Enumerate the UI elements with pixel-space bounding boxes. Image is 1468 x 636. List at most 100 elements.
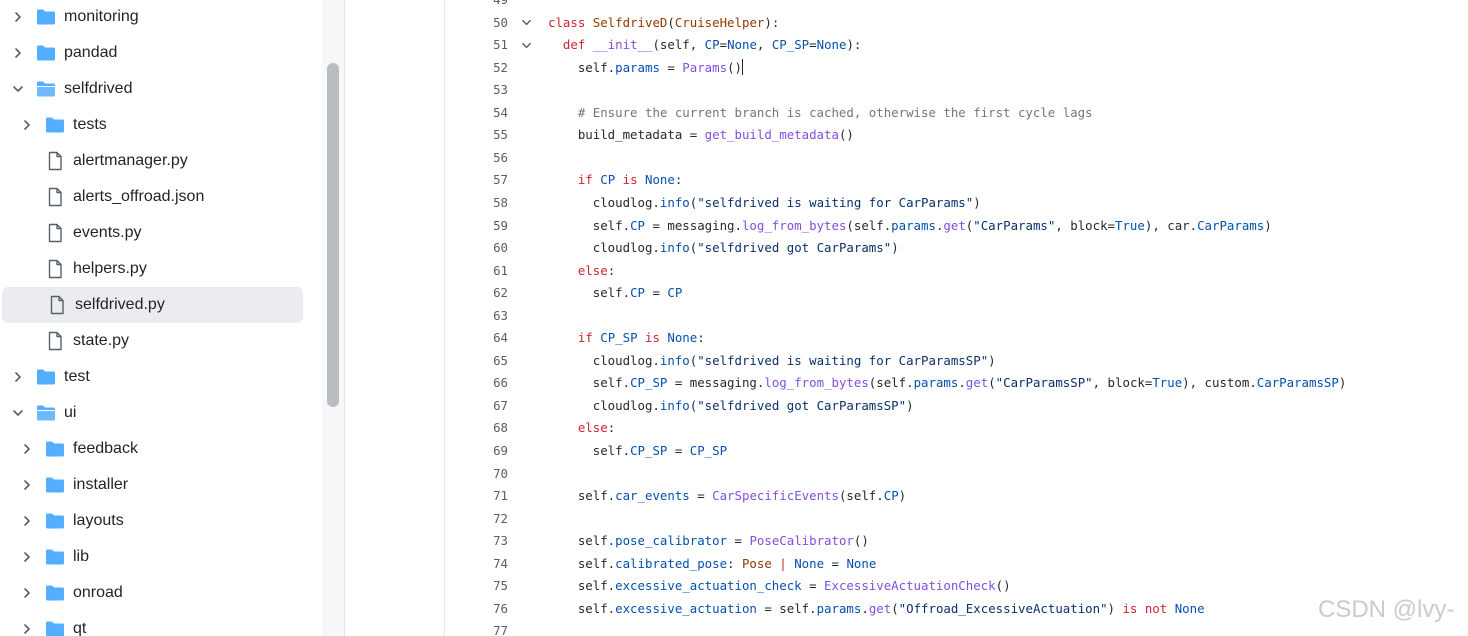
code-line[interactable]: 51 def __init__(self, CP=None, CP_SP=Non… <box>445 34 1468 56</box>
code-line[interactable]: 71 self.car_events = CarSpecificEvents(s… <box>445 485 1468 507</box>
code-text: build_metadata = get_build_metadata() <box>548 124 854 146</box>
code-editor[interactable]: 4950class SelfdriveD(CruiseHelper):51 de… <box>445 0 1468 636</box>
folder-item-selfdrived[interactable]: selfdrived <box>0 71 322 107</box>
code-token: None <box>816 37 847 53</box>
code-line[interactable]: 73 self.pose_calibrator = PoseCalibrator… <box>445 530 1468 552</box>
code-text: cloudlog.info("selfdrived is waiting for… <box>548 350 996 372</box>
code-line[interactable]: 52 self.params = Params() <box>445 57 1468 79</box>
code-line[interactable]: 72 <box>445 508 1468 530</box>
folder-open-icon <box>36 403 56 423</box>
code-line[interactable]: 64 if CP_SP is None: <box>445 327 1468 349</box>
code-line[interactable]: 69 self.CP_SP = CP_SP <box>445 440 1468 462</box>
code-token: cloudlog. <box>548 397 660 413</box>
chevron-down-icon[interactable] <box>8 79 28 99</box>
chevron-right-icon[interactable] <box>17 547 37 567</box>
code-line[interactable]: 76 self.excessive_actuation = self.param… <box>445 598 1468 620</box>
tree-item-label: ui <box>64 404 77 421</box>
code-line[interactable]: 62 self.CP = CP <box>445 282 1468 304</box>
file-item-alertmanager-py[interactable]: alertmanager.py <box>0 143 322 179</box>
chevron-right-icon[interactable] <box>17 115 37 135</box>
chevron-right-icon[interactable] <box>17 511 37 531</box>
code-text: def __init__(self, CP=None, CP_SP=None): <box>548 34 861 56</box>
code-token: = messaging. <box>667 375 765 391</box>
code-token: info <box>659 352 690 368</box>
folder-item-tests[interactable]: tests <box>0 107 322 143</box>
folder-item-ui[interactable]: ui <box>0 395 322 431</box>
code-line[interactable]: 70 <box>445 463 1468 485</box>
tree-item-label: layouts <box>73 512 124 529</box>
file-item-events-py[interactable]: events.py <box>0 215 322 251</box>
chevron-down-icon[interactable] <box>8 403 28 423</box>
chevron-right-icon[interactable] <box>8 43 28 63</box>
code-token: () <box>853 533 869 549</box>
tree-item-label: monitoring <box>64 8 139 25</box>
code-token: ): <box>764 14 780 30</box>
folder-item-lib[interactable]: lib <box>0 539 322 575</box>
chevron-right-icon[interactable] <box>17 439 37 459</box>
code-token: ( <box>891 600 899 616</box>
fold-chevron-icon[interactable] <box>518 15 534 31</box>
code-token: Params <box>682 59 728 75</box>
sidebar-scrollbar-thumb[interactable] <box>327 63 339 407</box>
code-line[interactable]: 65 cloudlog.info("selfdrived is waiting … <box>445 350 1468 372</box>
code-line[interactable]: 68 else: <box>445 417 1468 439</box>
code-line[interactable]: 49 <box>445 0 1468 11</box>
chevron-right-icon[interactable] <box>17 583 37 603</box>
folder-item-test[interactable]: test <box>0 359 322 395</box>
code-line[interactable]: 55 build_metadata = get_build_metadata() <box>445 124 1468 146</box>
code-line[interactable]: 74 self.calibrated_pose: Pose | None = N… <box>445 553 1468 575</box>
folder-item-installer[interactable]: installer <box>0 467 322 503</box>
folder-item-onroad[interactable]: onroad <box>0 575 322 611</box>
code-line[interactable]: 57 if CP is None: <box>445 169 1468 191</box>
file-item-selfdrived-py[interactable]: selfdrived.py <box>2 287 303 323</box>
chevron-right-icon[interactable] <box>17 619 37 636</box>
code-line[interactable]: 75 self.excessive_actuation_check = Exce… <box>445 575 1468 597</box>
folder-item-qt[interactable]: qt <box>0 611 322 636</box>
code-line[interactable]: 77 <box>445 620 1468 636</box>
code-token: self. <box>548 488 616 504</box>
code-line[interactable]: 56 <box>445 147 1468 169</box>
tree-item-label: tests <box>73 116 107 133</box>
tree-item-label: test <box>64 368 90 385</box>
code-token: None <box>846 555 877 571</box>
code-text: self.calibrated_pose: Pose | None = None <box>548 553 876 575</box>
code-token: if <box>577 330 601 346</box>
line-number: 61 <box>493 262 508 278</box>
code-token: cloudlog. <box>548 194 660 210</box>
folder-icon <box>36 7 56 27</box>
code-line[interactable]: 63 <box>445 305 1468 327</box>
code-token: log_from_bytes <box>741 217 847 233</box>
line-number: 75 <box>493 578 508 594</box>
code-line[interactable]: 60 cloudlog.info("selfdrived got CarPara… <box>445 237 1468 259</box>
chevron-right-icon[interactable] <box>8 367 28 387</box>
line-number: 65 <box>493 352 508 368</box>
fold-chevron-icon[interactable] <box>518 37 534 53</box>
code-line[interactable]: 53 <box>445 79 1468 101</box>
chevron-right-icon[interactable] <box>8 7 28 27</box>
folder-item-monitoring[interactable]: monitoring <box>0 0 322 35</box>
folder-icon <box>45 115 65 135</box>
folder-item-layouts[interactable]: layouts <box>0 503 322 539</box>
folder-item-pandad[interactable]: pandad <box>0 35 322 71</box>
code-token: () <box>995 578 1011 594</box>
code-token: "selfdrived is waiting for CarParamsSP" <box>697 352 989 368</box>
code-line[interactable]: 61 else: <box>445 260 1468 282</box>
code-line[interactable]: 54 # Ensure the current branch is cached… <box>445 102 1468 124</box>
code-token: ) <box>891 240 899 256</box>
code-line[interactable]: 66 self.CP_SP = messaging.log_from_bytes… <box>445 372 1468 394</box>
code-token: info <box>659 194 690 210</box>
code-line[interactable]: 59 self.CP = messaging.log_from_bytes(se… <box>445 215 1468 237</box>
file-item-alerts-offroad-json[interactable]: alerts_offroad.json <box>0 179 322 215</box>
code-line[interactable]: 58 cloudlog.info("selfdrived is waiting … <box>445 192 1468 214</box>
file-item-state-py[interactable]: state.py <box>0 323 322 359</box>
code-token: ExcessiveActuationCheck <box>824 578 996 594</box>
code-token: get_build_metadata <box>704 127 839 143</box>
code-line[interactable]: 67 cloudlog.info("selfdrived got CarPara… <box>445 395 1468 417</box>
file-item-helpers-py[interactable]: helpers.py <box>0 251 322 287</box>
sidebar-scrollbar[interactable] <box>322 0 345 636</box>
tree-item-label: feedback <box>73 440 138 457</box>
chevron-right-icon[interactable] <box>17 475 37 495</box>
tree-item-label: lib <box>73 548 90 565</box>
folder-item-feedback[interactable]: feedback <box>0 431 322 467</box>
